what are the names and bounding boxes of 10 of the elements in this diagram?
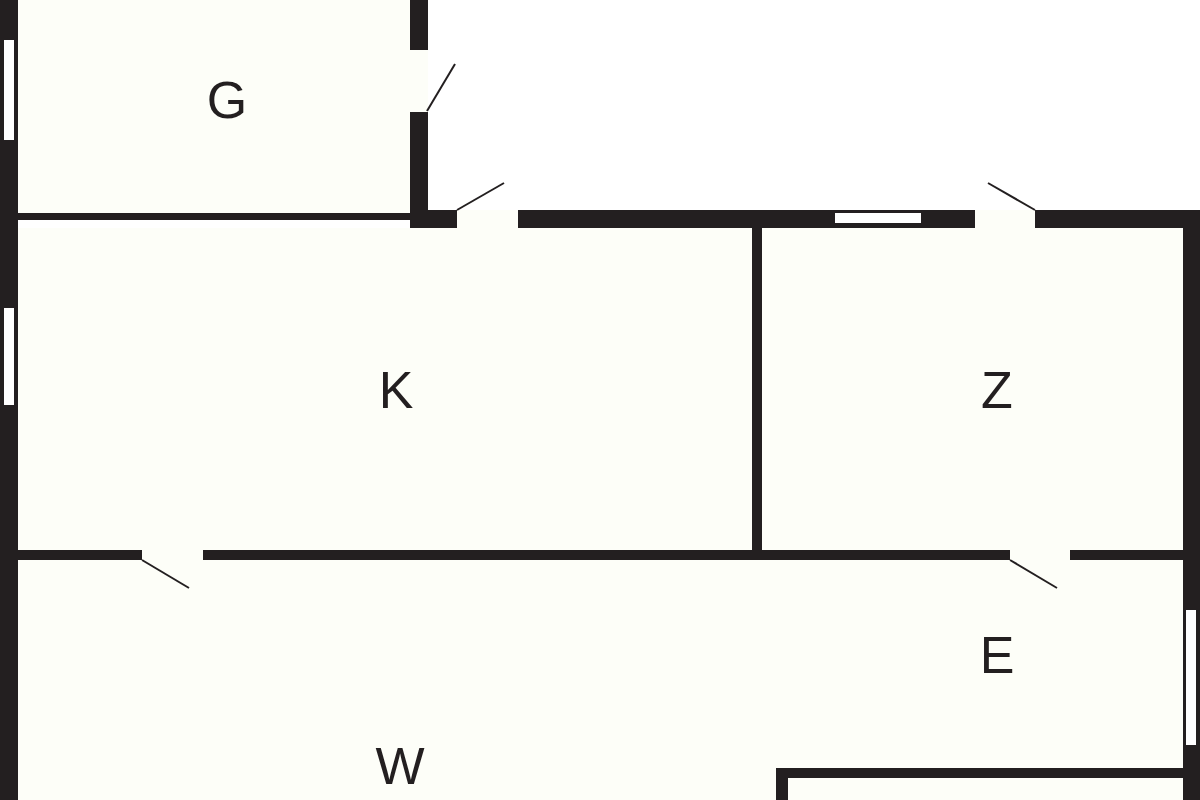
room-area xyxy=(762,228,1183,550)
room-label: Z xyxy=(981,364,1013,416)
room-area xyxy=(18,0,410,213)
room-area xyxy=(18,228,752,550)
room-label: E xyxy=(979,629,1015,681)
room-label: K xyxy=(378,364,414,416)
room-label: W xyxy=(375,740,425,792)
room-label: G xyxy=(206,74,248,126)
room-area xyxy=(18,560,1183,800)
room-area xyxy=(776,768,1183,800)
